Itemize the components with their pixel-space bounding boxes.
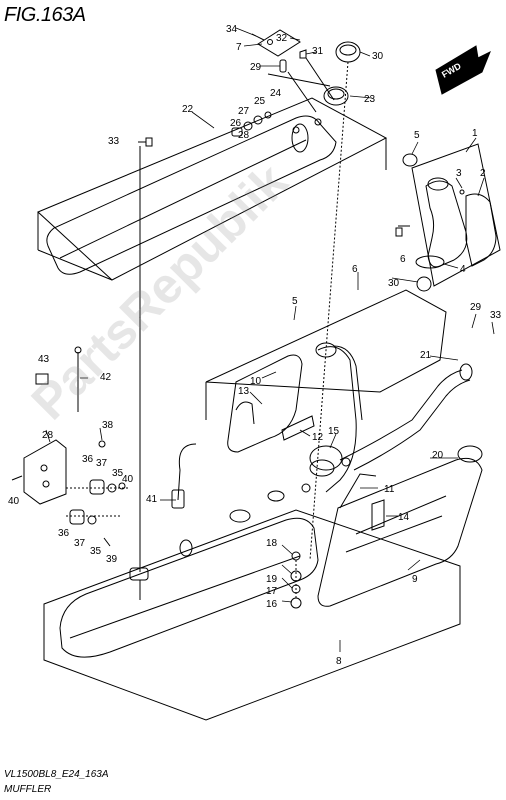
callout-28-left: 28	[42, 430, 54, 441]
callout-7: 7	[236, 42, 242, 53]
callout-40-left: 40	[8, 496, 20, 507]
heat-shield-piece-10	[227, 354, 303, 453]
callout-5-top: 5	[414, 130, 420, 141]
callout-30-top: 30	[372, 51, 384, 62]
clamp-12	[281, 415, 315, 441]
callout-17: 17	[266, 586, 278, 597]
callout-41: 41	[146, 494, 158, 505]
callout-37-upper: 37	[96, 458, 108, 469]
rear-exhaust-pipe	[317, 346, 357, 493]
callout-18: 18	[266, 538, 278, 549]
callout-8: 8	[336, 656, 342, 667]
callout-36-upper: 36	[82, 454, 94, 465]
callout-31: 31	[312, 46, 324, 57]
callout-13: 13	[238, 386, 250, 397]
callout-11: 11	[384, 484, 395, 495]
callout-9: 9	[412, 574, 418, 585]
callout-labels: 34 32 7 31 30 29 22 27 25 24 23 26 28 33…	[8, 24, 502, 667]
callout-21: 21	[420, 350, 432, 361]
callout-29-top: 29	[250, 62, 262, 73]
heat-shield-box-upper	[37, 97, 388, 281]
callout-39: 39	[106, 554, 118, 565]
o2-sensor-cable	[177, 443, 197, 501]
callout-5-mid: 5	[292, 296, 298, 307]
clamp-14	[371, 499, 385, 531]
callout-32: 32	[276, 33, 288, 44]
callout-2: 2	[480, 168, 486, 179]
callout-6-mid: 6	[352, 264, 358, 275]
callout-14: 14	[398, 512, 410, 523]
callout-33-left: 33	[108, 136, 120, 147]
callout-26: 26	[230, 118, 242, 129]
callout-1: 1	[472, 128, 478, 139]
callout-4: 4	[460, 264, 466, 275]
model-code: VL1500BL8_E24_163A	[4, 769, 109, 780]
upper-heat-shield	[46, 115, 337, 275]
callout-24: 24	[270, 88, 282, 99]
callout-30-mid: 30	[388, 278, 400, 289]
callout-35-lower: 35	[90, 546, 102, 557]
manifold-box	[411, 143, 501, 287]
callout-34: 34	[226, 24, 238, 35]
callout-22: 22	[182, 104, 194, 115]
center-box	[205, 289, 447, 393]
callout-43: 43	[38, 354, 50, 365]
rear-muffler	[59, 517, 319, 658]
callout-35-upper: 35	[112, 468, 124, 479]
callout-25: 25	[254, 96, 266, 107]
callout-10: 10	[250, 376, 262, 387]
callout-28-top: 28	[238, 130, 250, 141]
callout-15: 15	[328, 426, 340, 437]
muffler-shield	[317, 457, 483, 607]
callout-33-right: 33	[490, 310, 502, 321]
callout-37-lower: 37	[74, 538, 86, 549]
callout-23: 23	[364, 94, 376, 105]
callout-16: 16	[266, 599, 278, 610]
forward-arrow-icon: FWD	[435, 45, 491, 95]
figure-title: FIG.163A	[4, 4, 86, 26]
callout-12: 12	[312, 432, 324, 443]
left-bracket-28	[23, 439, 67, 505]
callout-42: 42	[100, 372, 112, 383]
upper-bracket	[257, 29, 301, 57]
callout-40-right: 40	[122, 474, 134, 485]
callout-36-lower: 36	[58, 528, 70, 539]
callout-6-right: 6	[400, 254, 406, 265]
callout-19: 19	[266, 574, 278, 585]
pipe-cover	[465, 193, 497, 267]
callout-38: 38	[102, 420, 114, 431]
lower-muffler-box	[43, 509, 461, 721]
section-name: MUFFLER	[4, 784, 52, 795]
callout-27: 27	[238, 106, 250, 117]
callout-20: 20	[432, 450, 444, 461]
callout-3: 3	[456, 168, 462, 179]
callout-29-right: 29	[470, 302, 482, 313]
